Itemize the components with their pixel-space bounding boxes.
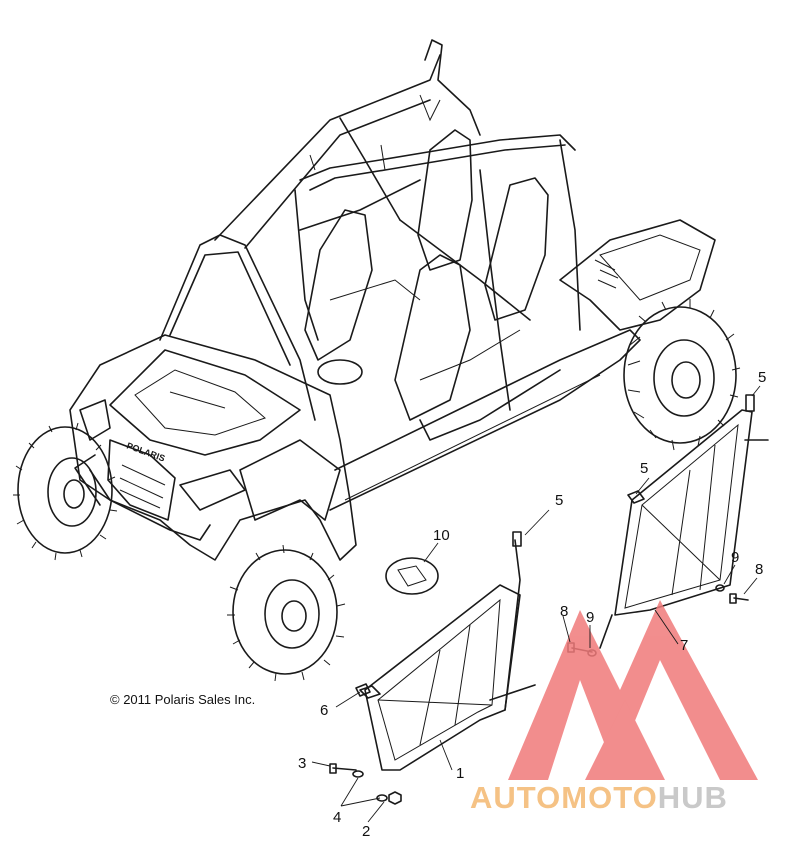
callout-1: 1 xyxy=(456,765,464,782)
front-left-wheel xyxy=(13,422,118,561)
part-2-nut xyxy=(388,791,402,805)
callout-10: 10 xyxy=(433,527,450,544)
roll-cage xyxy=(159,39,581,441)
part-1-door-net-left xyxy=(359,531,536,771)
watermark-text-part2: HUB xyxy=(658,780,728,815)
callouts: 1 2 3 4 5 5 5 6 7 8 8 9 9 10 xyxy=(298,369,766,840)
rear-wheel xyxy=(623,299,741,451)
watermark-logo xyxy=(508,600,758,780)
utv-vehicle: POLARIS xyxy=(13,39,741,682)
callout-8: 8 xyxy=(560,603,568,620)
copyright-notice: © 2011 Polaris Sales Inc. xyxy=(110,692,255,707)
part-10-decal xyxy=(385,557,439,595)
callout-6: 6 xyxy=(320,702,328,719)
part-9-washer xyxy=(715,584,725,592)
leader-lines xyxy=(311,385,761,823)
callout-5: 5 xyxy=(555,492,563,509)
part-6-clip xyxy=(355,683,371,697)
part-4-washer xyxy=(376,794,388,802)
callout-9: 9 xyxy=(586,609,594,626)
callout-9: 9 xyxy=(731,549,739,566)
grille-badge: POLARIS xyxy=(125,440,166,463)
front-right-wheel xyxy=(227,544,346,682)
watermark-text: AUTOMOTOHUB xyxy=(470,780,728,815)
watermark-text-part1: AUTOMOTO xyxy=(470,780,658,815)
callout-3: 3 xyxy=(298,755,306,772)
part-7-door-net-right xyxy=(599,394,769,649)
part-4-washer xyxy=(352,770,364,778)
callout-5: 5 xyxy=(758,369,766,386)
callout-7: 7 xyxy=(680,637,688,654)
callout-8: 8 xyxy=(755,561,763,578)
callout-2: 2 xyxy=(362,823,370,840)
callout-4: 4 xyxy=(333,809,341,826)
callout-5: 5 xyxy=(640,460,648,477)
part-3-bolt xyxy=(329,763,357,774)
